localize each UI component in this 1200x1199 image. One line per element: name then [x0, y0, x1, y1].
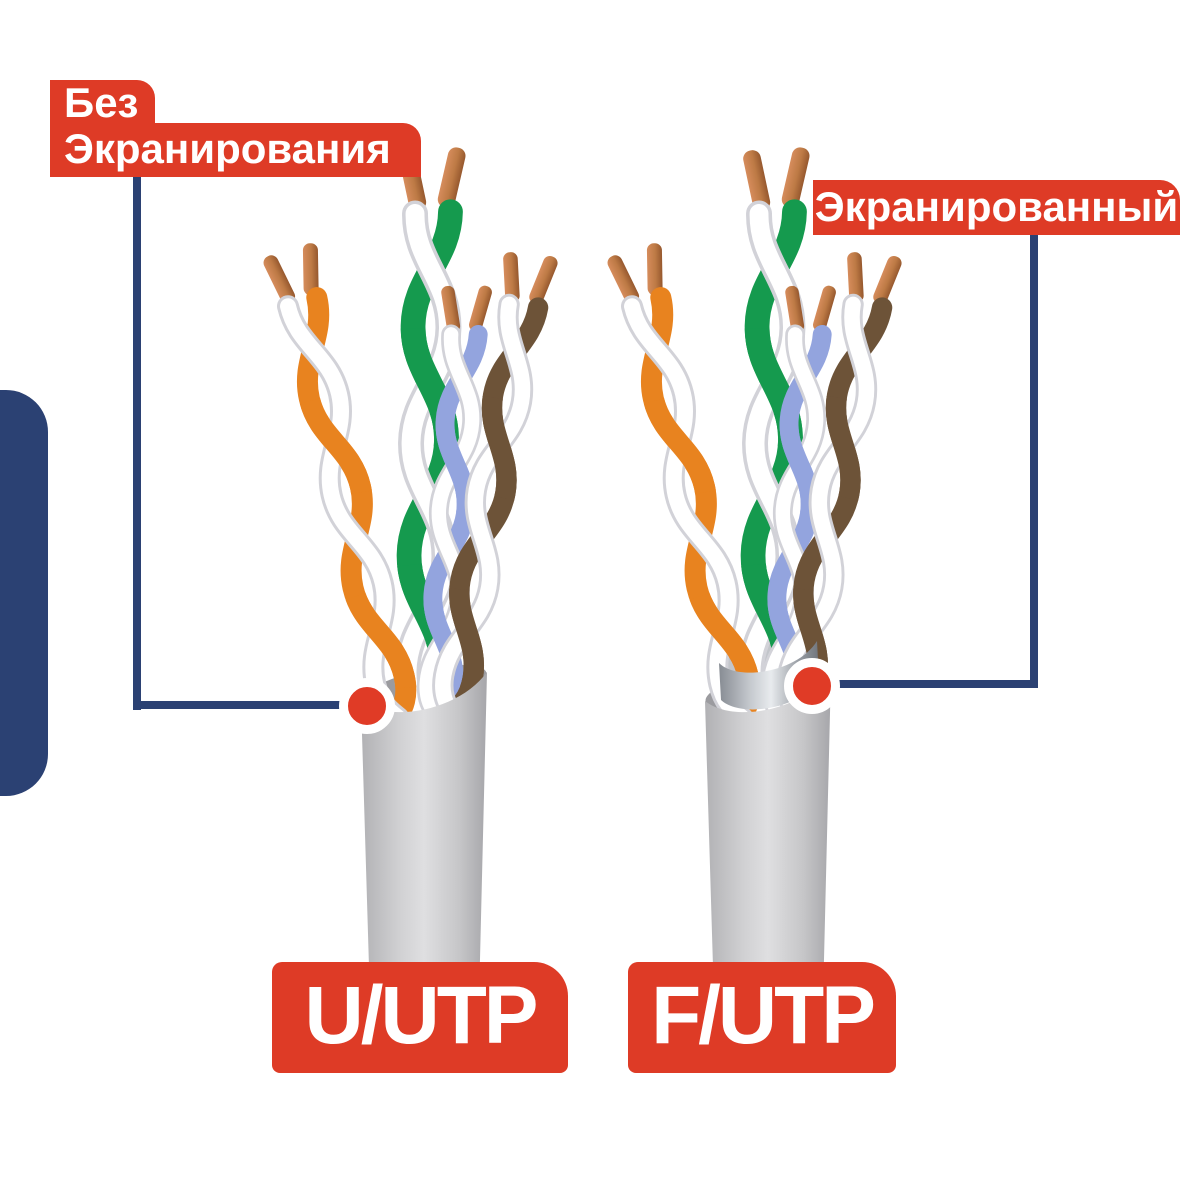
- cable-jacket: [705, 672, 831, 1000]
- right-callout-dot: [784, 658, 840, 714]
- cable-jacket: [361, 672, 487, 1000]
- unshielded-tag-line1: Без: [50, 80, 155, 127]
- side-accent-pill: [0, 390, 48, 796]
- futp-cable-illustration: [604, 145, 904, 1000]
- cable-type-label-futp: F/UTP: [628, 962, 896, 1073]
- left-callout-line-horizontal: [133, 701, 345, 709]
- shielded-tag: Экранированный: [813, 180, 1180, 235]
- right-callout-line-horizontal: [838, 680, 1038, 688]
- twisted-pair-orange: [604, 240, 770, 725]
- unshielded-tag-line2: Экранирования: [50, 123, 421, 177]
- left-callout-dot: [339, 678, 395, 734]
- uutp-cable-illustration: [260, 145, 560, 1000]
- left-callout-line-vertical: [133, 175, 141, 710]
- cable-type-label-uutp: U/UTP: [272, 962, 568, 1073]
- twisted-pair-orange: [260, 240, 426, 725]
- right-callout-line-vertical: [1030, 233, 1038, 686]
